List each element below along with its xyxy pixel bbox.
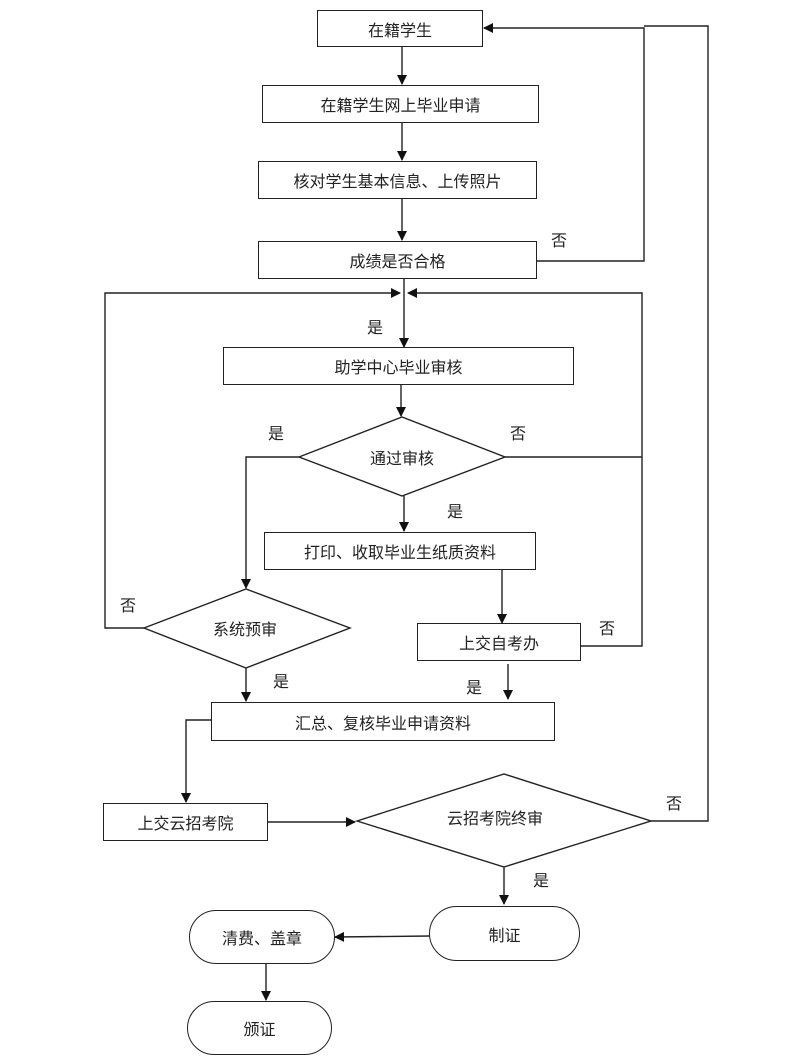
node-yunzhao-final: 云招考院终审 — [400, 800, 590, 834]
label-examoffice-yes: 是 — [466, 678, 483, 697]
node-grades-pass: 成绩是否合格 — [258, 241, 537, 279]
node-issue-cert-label: 颁证 — [243, 1020, 276, 1039]
node-make-cert: 制证 — [429, 906, 580, 961]
node-summarize: 汇总、复核毕业申请资料 — [211, 702, 555, 741]
edge-final-no — [644, 25, 709, 822]
label-examoffice-no: 否 — [599, 619, 616, 638]
label-grades-no: 否 — [551, 231, 568, 250]
node-online-apply: 在籍学生网上毕业申请 — [262, 85, 539, 123]
edge-make-fee — [334, 931, 431, 942]
edge-examoffice-no — [581, 457, 643, 647]
node-fee-stamp: 清费、盖章 — [189, 910, 335, 964]
node-submit-exam-office-label: 上交自考办 — [458, 634, 539, 653]
edge-review-yes-left — [241, 456, 299, 589]
node-print-collect-label: 打印、收取毕业生纸质资料 — [303, 543, 496, 562]
node-issue-cert: 颁证 — [187, 1001, 332, 1055]
node-grades-pass-label: 成绩是否合格 — [349, 252, 446, 271]
node-enrolled: 在籍学生 — [317, 10, 483, 47]
diamond-system-precheck — [142, 588, 352, 669]
label-review-yes-left: 是 — [268, 424, 285, 443]
node-verify-info-label: 核对学生基本信息、上传照片 — [293, 172, 502, 191]
node-enrolled-label: 在籍学生 — [367, 20, 432, 40]
label-review-no: 否 — [510, 424, 527, 443]
edge-grades-no — [483, 23, 645, 262]
label-precheck-yes: 是 — [273, 672, 290, 691]
node-submit-yunzhao: 上交云招考院 — [103, 803, 268, 841]
node-center-review: 助学中心毕业审核 — [223, 347, 574, 385]
node-system-precheck: 系统预审 — [170, 611, 320, 645]
node-submit-yunzhao-label: 上交云招考院 — [137, 814, 234, 833]
label-grades-yes: 是 — [367, 318, 384, 337]
edge-summarize-submit — [181, 719, 211, 803]
edge-precheck-no — [104, 288, 401, 629]
label-final-no: 否 — [666, 794, 683, 813]
edge-review-no — [407, 288, 643, 458]
label-final-yes: 是 — [533, 871, 550, 890]
node-pass-review-label: 通过审核 — [369, 449, 434, 468]
node-yunzhao-final-label: 云招考院终审 — [446, 809, 543, 828]
node-center-review-label: 助学中心毕业审核 — [334, 358, 463, 377]
node-summarize-label: 汇总、复核毕业申请资料 — [294, 713, 471, 733]
node-print-collect: 打印、收取毕业生纸质资料 — [264, 532, 536, 570]
label-review-yes-down: 是 — [447, 502, 464, 521]
node-verify-info: 核对学生基本信息、上传照片 — [258, 161, 537, 199]
node-fee-stamp-label: 清费、盖章 — [221, 929, 302, 948]
node-submit-exam-office: 上交自考办 — [417, 623, 581, 661]
node-make-cert-label: 制证 — [488, 925, 521, 945]
node-pass-review: 通过审核 — [320, 440, 484, 474]
label-precheck-no: 否 — [120, 596, 137, 615]
node-online-apply-label: 在籍学生网上毕业申请 — [320, 96, 481, 115]
node-system-precheck-label: 系统预审 — [212, 620, 277, 639]
